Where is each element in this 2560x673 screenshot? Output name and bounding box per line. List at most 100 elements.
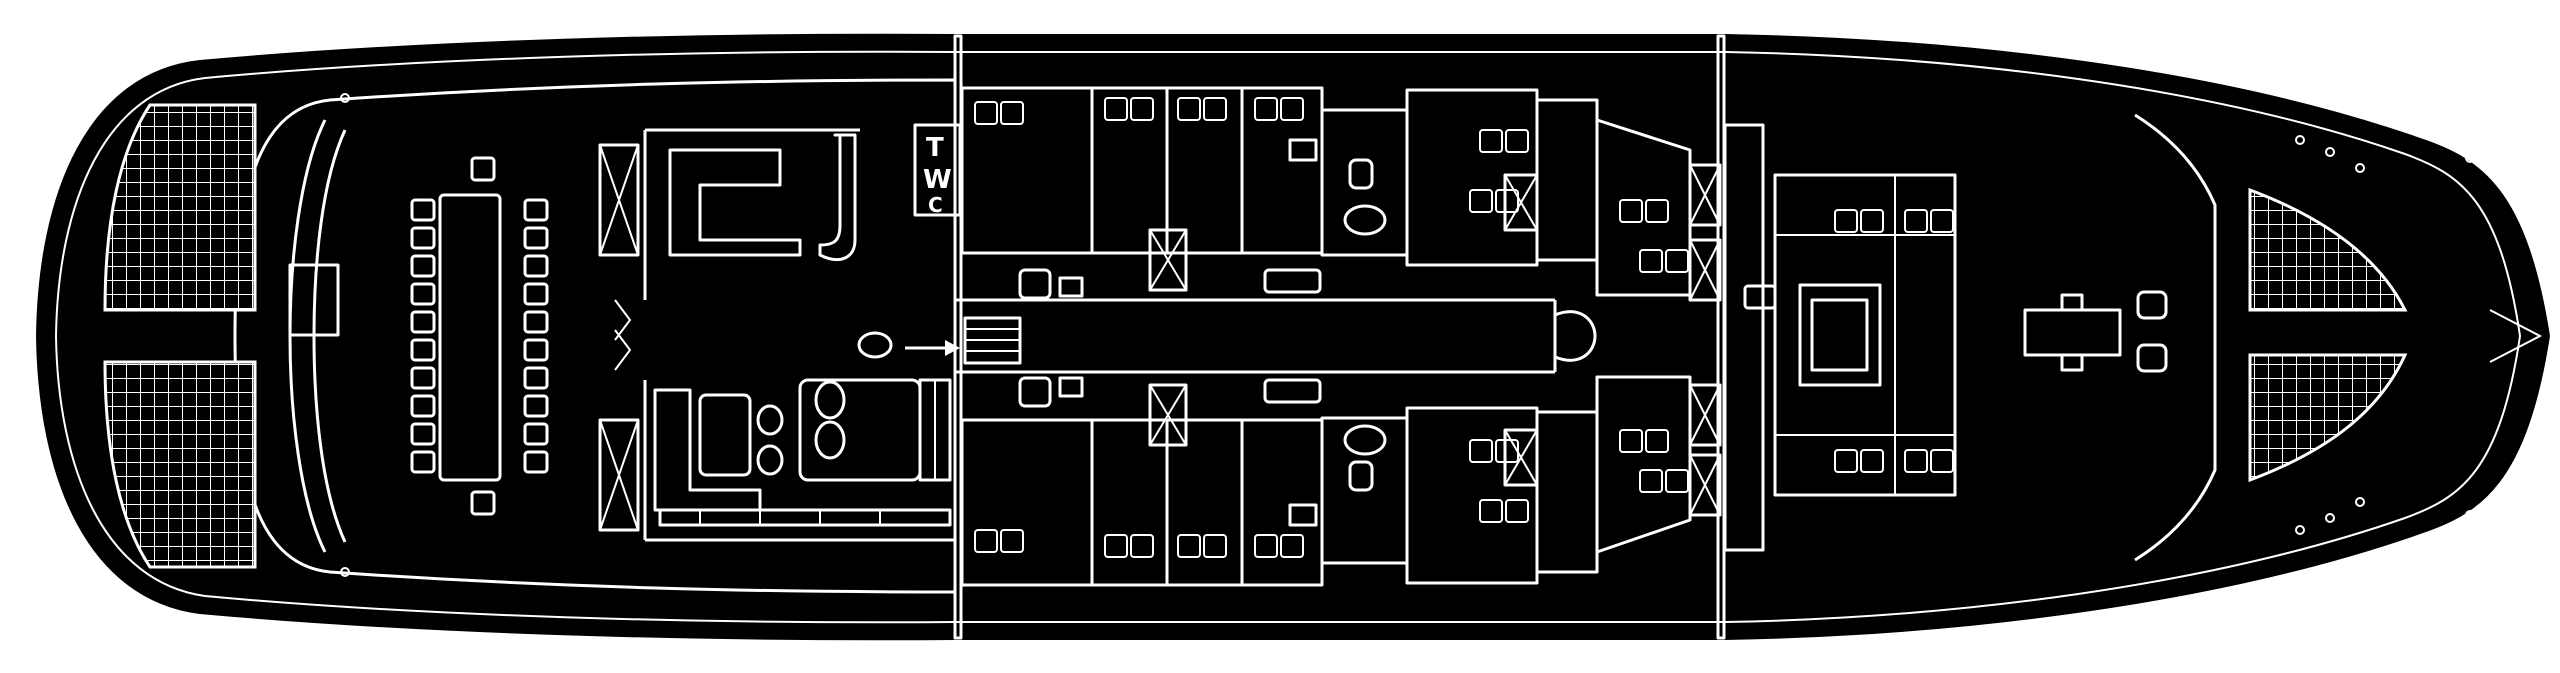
dining-chair [523, 338, 549, 362]
wardrobe-cross [1689, 454, 1721, 516]
dining-chair-foot [470, 490, 496, 516]
dining-chair [410, 394, 436, 418]
wardrobe-cross [1504, 429, 1538, 486]
bed-pillow [1254, 97, 1278, 121]
dining-chair [410, 226, 436, 250]
bed-pillow [974, 529, 998, 553]
aft-cabinet-lower [598, 418, 640, 532]
stanchion [340, 93, 350, 103]
rail-stanchions [340, 93, 2475, 577]
hull-outline [35, 33, 2551, 641]
cabin-beds [974, 97, 1954, 558]
bathroom-fixtures [1018, 138, 1387, 527]
dining-chair [410, 282, 436, 306]
galley-bar [818, 133, 857, 261]
bed-pillow [1665, 249, 1689, 273]
bed-pillow [1904, 209, 1928, 233]
bed-pillow [1479, 499, 1503, 523]
bow-sunpad-lower [2248, 353, 2408, 483]
bed-pillow [1254, 534, 1278, 558]
bed-pillow [1860, 449, 1884, 473]
wc-label-t: T [926, 133, 944, 163]
bed-pillow [1645, 199, 1669, 223]
stern-sunpad-upper [103, 103, 257, 312]
bed-pillow [1930, 209, 1954, 233]
bed-pillow [1639, 469, 1663, 493]
saloon-wall [643, 128, 955, 542]
bed-pillow [1834, 449, 1858, 473]
bed-pillow [1280, 534, 1304, 558]
aft-bench [288, 119, 327, 553]
dining-chair [410, 422, 436, 446]
stanchion [2355, 497, 2365, 507]
bed-pillow [1930, 449, 1954, 473]
dining-chairs-left [410, 198, 436, 474]
dining-chair [523, 198, 549, 222]
stanchion [2295, 525, 2305, 535]
bed-pillow [1177, 534, 1201, 558]
cabin-wardrobes [1148, 163, 1722, 517]
companion-stairs [963, 316, 1022, 365]
dining-chairs-right [523, 198, 549, 474]
bed-pillow [1104, 97, 1128, 121]
wardrobe-cross [1504, 174, 1538, 231]
bed-pillow [1469, 189, 1493, 213]
bed-pillow [974, 101, 998, 125]
lounge-table [698, 393, 752, 477]
dining-chair [523, 282, 549, 306]
bed-pillow [1834, 209, 1858, 233]
wardrobe [1503, 173, 1539, 232]
forward-housing [1723, 123, 1765, 552]
bow-sunpad-upper [2248, 187, 2408, 312]
dining-table [438, 193, 502, 482]
bed-pillow [1000, 101, 1024, 125]
bed-pillow [1665, 469, 1689, 493]
wardrobe [1148, 383, 1188, 447]
wardrobe-cross [1149, 384, 1187, 446]
bed-pillow [1860, 209, 1884, 233]
forward-step [1743, 284, 1777, 310]
corridor-end-hatch [1554, 310, 1597, 362]
stanchion [2465, 153, 2475, 163]
bed-pillow [1280, 97, 1304, 121]
lounge-sofa [653, 388, 762, 512]
stanchion [2465, 510, 2475, 520]
bed-pillow [1104, 534, 1128, 558]
wc-label-c: C [928, 193, 943, 217]
bow-point [2489, 309, 2543, 363]
wardrobe-cross [1149, 229, 1187, 291]
dining-chair [523, 254, 549, 278]
stanchion [2355, 163, 2365, 173]
bed-pillow [1505, 129, 1529, 153]
bed-pillow [1177, 97, 1201, 121]
bed-pillow [1619, 199, 1643, 223]
bed-pillow [1203, 534, 1227, 558]
dining-chair [523, 310, 549, 334]
aft-cabinet-upper [598, 143, 640, 257]
bed-pillow [1130, 97, 1154, 121]
dining-chair [523, 422, 549, 446]
dining-chair [523, 226, 549, 250]
bed-pillow [1130, 534, 1154, 558]
bed-pillow [1479, 129, 1503, 153]
bed-pillow [1645, 429, 1669, 453]
bed-pillow [1904, 449, 1928, 473]
forward-cabins [1595, 118, 1692, 554]
dining-chair [410, 198, 436, 222]
stern-sunpad-lower [103, 360, 257, 569]
wardrobe-cross [1689, 384, 1721, 446]
dining-chair [523, 366, 549, 390]
wardrobe [1148, 228, 1188, 292]
bed-pillow [1203, 97, 1227, 121]
stanchion [340, 567, 350, 577]
dining-chair-head [470, 156, 496, 182]
stanchion [2295, 135, 2305, 145]
dining-chair [410, 310, 436, 334]
forward-lounge [1773, 173, 1957, 497]
wardrobe-cross [1689, 239, 1721, 301]
dining-chair [410, 338, 436, 362]
dining-chair [410, 254, 436, 278]
wardrobe-cross [1689, 164, 1721, 226]
bed-pillow [1469, 439, 1493, 463]
